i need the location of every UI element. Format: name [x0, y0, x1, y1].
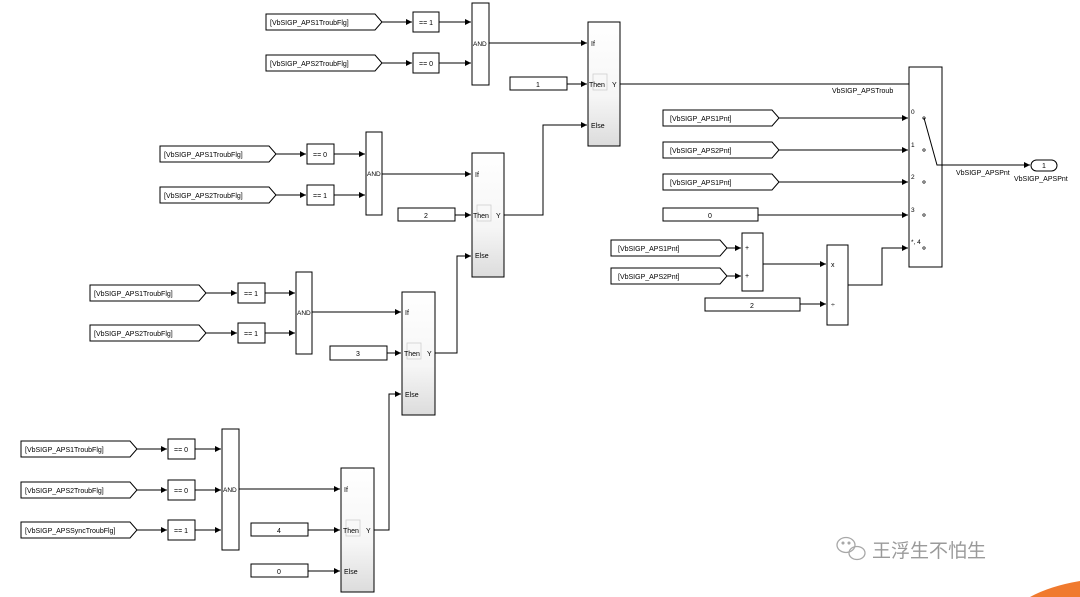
signal-label: VbSIGP_APSPnt	[956, 170, 1010, 177]
constant-value: 2	[750, 303, 754, 310]
from-block-aps1-troub-flg[interactable]	[159, 145, 277, 163]
output-port-label: Y	[612, 82, 617, 89]
outport-name: VbSIGP_APSPnt	[1014, 176, 1068, 183]
port-label: *, 4	[911, 239, 921, 246]
sum-sign: +	[745, 273, 749, 280]
wechat-icon	[836, 536, 866, 561]
else-port-label: Else	[344, 569, 358, 576]
and-block[interactable]	[295, 271, 313, 355]
from-block-aps2-troub-flg[interactable]	[159, 186, 277, 204]
output-port-label: Y	[496, 213, 501, 220]
from-label: [VbSIGP_APS2TroubFlg]	[164, 193, 243, 200]
from-label: [VbSIGP_APSSyncTroubFlg]	[25, 528, 115, 535]
sum-block[interactable]	[741, 232, 764, 292]
output-port-label: Y	[427, 351, 432, 358]
if-port-label: If	[405, 310, 409, 317]
output-port-label: Y	[366, 528, 371, 535]
and-label: AND	[223, 487, 237, 494]
and-label: AND	[367, 171, 381, 178]
and-label: AND	[473, 41, 487, 48]
from-block-aps2-troub-flg[interactable]	[20, 481, 138, 499]
then-port-label: Then	[343, 528, 359, 535]
compare-label: == 0	[419, 61, 433, 68]
if-port-label: If	[344, 487, 348, 494]
watermark: 王浮生不怕生	[836, 536, 986, 562]
compare-label: == 0	[313, 152, 327, 159]
constant-value: 4	[277, 528, 281, 535]
from-label: [VbSIGP_APS2Pnt]	[670, 148, 732, 155]
from-block-aps2-troub-flg[interactable]	[265, 54, 383, 72]
compare-label: == 1	[313, 193, 327, 200]
from-label: [VbSIGP_APS1TroubFlg]	[164, 152, 243, 159]
from-block-aps2-pnt[interactable]	[662, 141, 780, 159]
average-calc: [VbSIGP_APS1Pnt] [VbSIGP_APS2Pnt] + + 2 …	[610, 232, 908, 326]
port-label: 1	[911, 142, 915, 149]
constant-value: 0	[277, 569, 281, 576]
from-block-aps2-pnt[interactable]	[610, 267, 728, 285]
compare-label: == 1	[174, 528, 188, 535]
port-label: 0	[911, 109, 915, 116]
constant-value: 1	[536, 82, 540, 89]
outport: 1 VbSIGP_APSPnt	[1014, 159, 1068, 183]
from-block-aps1-troub-flg[interactable]	[89, 284, 207, 302]
from-block-aps1-troub-flg[interactable]	[265, 13, 383, 31]
from-label: [VbSIGP_APS2TroubFlg]	[94, 331, 173, 338]
else-port-label: Else	[591, 123, 605, 130]
group-4: [VbSIGP_APS1TroubFlg] [VbSIGP_APS2TroubF…	[20, 428, 375, 593]
from-block-aps1-troub-flg[interactable]	[20, 440, 138, 458]
and-label: AND	[297, 310, 311, 317]
group-1: [VbSIGP_APS1TroubFlg] [VbSIGP_APS2TroubF…	[265, 2, 621, 147]
product-op: x	[831, 262, 835, 269]
if-block[interactable]	[340, 467, 375, 593]
compare-label: == 0	[174, 447, 188, 454]
signal-label: VbSIGP_APSTroub	[832, 88, 893, 95]
watermark-text: 王浮生不怕生	[872, 540, 986, 562]
constant-value: 0	[708, 213, 712, 220]
from-label: [VbSIGP_APS1Pnt]	[618, 246, 680, 253]
compare-label: == 1	[244, 331, 258, 338]
if-block[interactable]	[401, 291, 436, 416]
else-port-label: Else	[405, 392, 419, 399]
from-label: [VbSIGP_APS1TroubFlg]	[94, 291, 173, 298]
from-block-aps2-troub-flg[interactable]	[89, 324, 207, 342]
from-block-aps1-pnt[interactable]	[610, 239, 728, 257]
outport-block[interactable]	[1030, 159, 1058, 172]
from-label: [VbSIGP_APS1Pnt]	[670, 116, 732, 123]
if-port-label: If	[475, 172, 479, 179]
multiport-switch: [VbSIGP_APS1Pnt] [VbSIGP_APS2Pnt] [VbSIG…	[662, 66, 1030, 268]
divide-op: ÷	[831, 302, 835, 309]
then-port-label: Then	[404, 351, 420, 358]
if-port-label: If	[591, 41, 595, 48]
group-3: [VbSIGP_APS1TroubFlg] [VbSIGP_APS2TroubF…	[89, 271, 436, 416]
sum-sign: +	[745, 245, 749, 252]
then-port-label: Then	[473, 213, 489, 220]
from-label: [VbSIGP_APS1Pnt]	[670, 180, 732, 187]
compare-label: == 0	[174, 488, 188, 495]
from-label: [VbSIGP_APS2Pnt]	[618, 274, 680, 281]
from-label: [VbSIGP_APS2TroubFlg]	[25, 488, 104, 495]
constant-value: 3	[356, 351, 360, 358]
then-port-label: Then	[589, 82, 605, 89]
product-block[interactable]	[826, 244, 849, 326]
group-2: [VbSIGP_APS1TroubFlg] [VbSIGP_APS2TroubF…	[159, 131, 505, 278]
compare-label: == 1	[244, 291, 258, 298]
outport-number: 1	[1042, 163, 1046, 170]
from-block-aps1-pnt[interactable]	[662, 173, 780, 191]
port-label: 2	[911, 174, 915, 181]
from-label: [VbSIGP_APS2TroubFlg]	[270, 61, 349, 68]
compare-label: == 1	[419, 20, 433, 27]
from-label: [VbSIGP_APS1TroubFlg]	[25, 447, 104, 454]
corner-decoration	[1030, 581, 1080, 597]
and-block[interactable]	[471, 2, 490, 86]
switch-block[interactable]	[908, 66, 943, 268]
from-label: [VbSIGP_APS1TroubFlg]	[270, 20, 349, 27]
constant-value: 2	[424, 213, 428, 220]
port-label: 3	[911, 207, 915, 214]
from-block-aps1-pnt[interactable]	[662, 109, 780, 127]
else-port-label: Else	[475, 253, 489, 260]
from-block-aps-sync-troub-flg[interactable]	[20, 521, 138, 539]
